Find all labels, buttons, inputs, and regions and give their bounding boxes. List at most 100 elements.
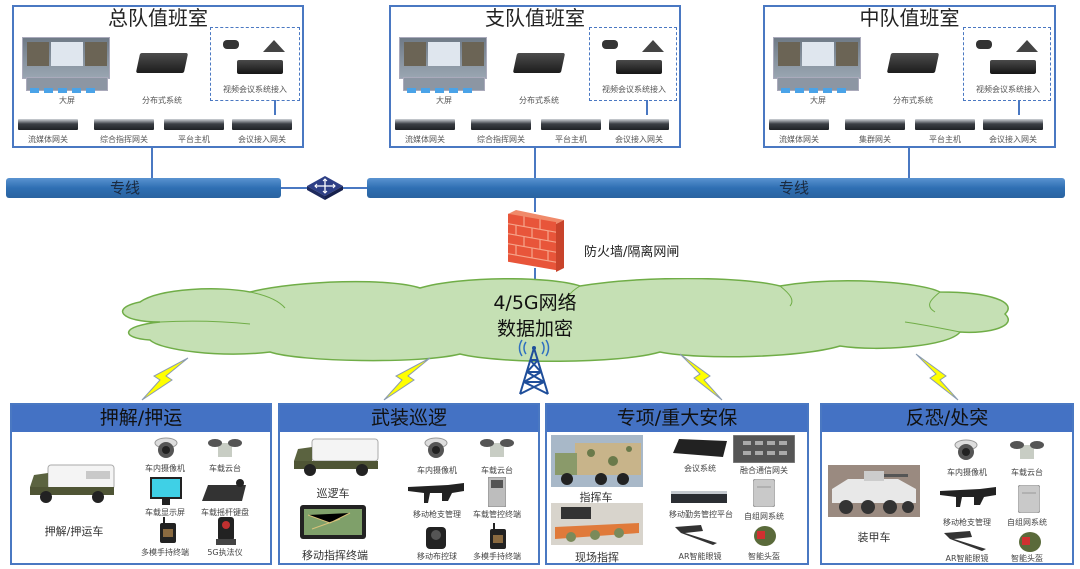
scenario-counter-terror: 反恐/处突 装甲车 车内摄像机 车载云台 移动枪支管理 自组网系统 AR智能眼镜… bbox=[820, 403, 1074, 565]
video-conf-label: 视频会议系统接入 bbox=[223, 85, 287, 94]
equipment-label: 多模手持终端 bbox=[473, 552, 521, 561]
equipment-label: 车内摄像机 bbox=[947, 468, 987, 477]
server-icon bbox=[671, 491, 727, 503]
fusion-gateway-icon bbox=[733, 435, 795, 463]
gateway-rack-icon bbox=[915, 119, 975, 130]
equipment-label: 移动枪支管理 bbox=[413, 510, 461, 519]
gateway-label: 流媒体网关 bbox=[28, 135, 68, 144]
scenario-escort: 押解/押运 押解/押运车 车内摄像机 车载云台 车载显示屏 车载摇杆键盘 多模手… bbox=[10, 403, 272, 565]
conf-camera-icon bbox=[976, 40, 992, 49]
scenario-title: 反恐/处突 bbox=[822, 405, 1072, 432]
vehicle-display-icon bbox=[150, 477, 182, 505]
big-screen-icon bbox=[773, 37, 861, 79]
ptz-camera-icon bbox=[208, 439, 242, 457]
ar-glasses-icon bbox=[675, 525, 717, 545]
room-title: 总队值班室 bbox=[108, 6, 208, 30]
video-conf-label: 视频会议系统接入 bbox=[602, 85, 666, 94]
gateway-label: 平台主机 bbox=[555, 135, 587, 144]
armored-vehicle-icon bbox=[828, 465, 920, 517]
gateway-rack-icon bbox=[18, 119, 78, 130]
gateway-rack-icon bbox=[609, 119, 669, 130]
room-uplink bbox=[534, 148, 536, 178]
gateway-rack-icon bbox=[164, 119, 224, 130]
video-conf-label: 视频会议系统接入 bbox=[976, 85, 1040, 94]
big-screen-label: 大屏 bbox=[810, 96, 826, 105]
wireless-link-icon bbox=[915, 353, 959, 401]
equipment-label: 自组网系统 bbox=[744, 512, 784, 521]
console-icon bbox=[403, 77, 485, 93]
video-conf-area: 视频会议系统接入 bbox=[210, 27, 300, 101]
duty-room-squadron: 中队值班室 大屏 分布式系统 视频会议系统接入 流媒体网关 集群网关 平台主机 … bbox=[763, 5, 1056, 148]
dedicated-line-right: 专线 bbox=[367, 178, 1065, 198]
ptz-camera-icon bbox=[480, 439, 514, 457]
control-terminal-icon bbox=[488, 477, 506, 507]
dome-camera-icon bbox=[154, 437, 178, 458]
command-vehicle-icon bbox=[551, 435, 643, 487]
conference-system-icon bbox=[673, 439, 727, 457]
equipment-label: 车载管控终端 bbox=[473, 510, 521, 519]
smart-helmet-icon bbox=[1019, 532, 1041, 552]
equipment-label: 车内摄像机 bbox=[145, 464, 185, 473]
adhoc-network-icon bbox=[753, 479, 775, 507]
big-screen-icon bbox=[399, 37, 487, 79]
gateway-rack-icon bbox=[94, 119, 154, 130]
network-label-line1: 4/5G网络 bbox=[493, 292, 577, 314]
scenario-title: 专项/重大安保 bbox=[547, 405, 807, 432]
gateway-rack-icon bbox=[769, 119, 829, 130]
vehicle-label: 押解/押运车 bbox=[44, 525, 104, 538]
command-site-icon bbox=[551, 503, 643, 545]
bodycam-icon bbox=[216, 517, 236, 545]
big-screen-label: 大屏 bbox=[436, 96, 452, 105]
video-conf-area: 视频会议系统接入 bbox=[589, 27, 677, 101]
patrol-vehicle-icon bbox=[294, 438, 379, 476]
gateway-label: 流媒体网关 bbox=[405, 135, 445, 144]
conf-camera-icon bbox=[223, 40, 239, 49]
equipment-label: 移动布控球 bbox=[417, 552, 457, 561]
distributed-label: 分布式系统 bbox=[519, 96, 559, 105]
network-cloud bbox=[121, 278, 1009, 363]
dedicated-line-left: 专线 bbox=[6, 178, 281, 198]
ar-glasses-icon bbox=[944, 531, 986, 551]
gateway-rack-icon bbox=[471, 119, 531, 130]
equipment-label: 多模手持终端 bbox=[141, 548, 189, 557]
console-icon bbox=[26, 77, 108, 93]
scenario-title: 武装巡逻 bbox=[280, 405, 538, 432]
handheld-terminal-icon bbox=[160, 517, 176, 543]
video-conf-area: 视频会议系统接入 bbox=[963, 27, 1051, 101]
big-screen-icon bbox=[22, 37, 110, 79]
wireless-link-icon bbox=[141, 357, 189, 401]
equipment-label: 车载显示屏 bbox=[145, 508, 185, 517]
gateway-rack-icon bbox=[541, 119, 601, 130]
distributed-system-icon bbox=[886, 53, 940, 73]
gateway-label: 平台主机 bbox=[178, 135, 210, 144]
equipment-label: 自组网系统 bbox=[1007, 518, 1047, 527]
gateway-label: 会议接入网关 bbox=[615, 135, 663, 144]
scenario-security: 专项/重大安保 指挥车 现场指挥 会议系统 融合通信网关 移动勤务管控平台 自组… bbox=[545, 403, 809, 565]
router-icon bbox=[307, 176, 343, 200]
console-icon bbox=[777, 77, 859, 93]
equipment-label: 移动勤务管控平台 bbox=[669, 510, 733, 519]
equipment-label: 会议系统 bbox=[684, 464, 716, 473]
equipment-label: 移动枪支管理 bbox=[943, 518, 991, 527]
conf-codec-icon bbox=[237, 60, 283, 74]
conf-camera-icon bbox=[602, 40, 618, 49]
room-uplink bbox=[908, 148, 910, 178]
vehicle-label: 指挥车 bbox=[579, 491, 613, 504]
dome-camera-icon bbox=[424, 437, 448, 458]
ptz-camera-icon bbox=[1010, 441, 1044, 459]
conf-codec-icon bbox=[990, 60, 1036, 74]
equipment-label: 车载云台 bbox=[481, 466, 513, 475]
gateway-label: 平台主机 bbox=[929, 135, 961, 144]
equipment-label: 车载云台 bbox=[209, 464, 241, 473]
scenario-patrol: 武装巡逻 巡逻车 移动指挥终端 车内摄像机 车载云台 移动枪支管理 车载管控终端… bbox=[278, 403, 540, 565]
escort-vehicle-icon bbox=[30, 464, 115, 503]
big-screen-label: 大屏 bbox=[59, 96, 75, 105]
distributed-label: 分布式系统 bbox=[893, 96, 933, 105]
wireless-link-icon bbox=[679, 353, 723, 401]
gateway-rack-icon bbox=[845, 119, 905, 130]
dedicated-line-label: 专线 bbox=[110, 179, 141, 197]
network-label-line2: 数据加密 bbox=[496, 318, 573, 340]
vehicle-label: 移动指挥终端 bbox=[302, 549, 368, 562]
gateway-label: 流媒体网关 bbox=[779, 135, 819, 144]
room-title: 中队值班室 bbox=[859, 6, 960, 30]
